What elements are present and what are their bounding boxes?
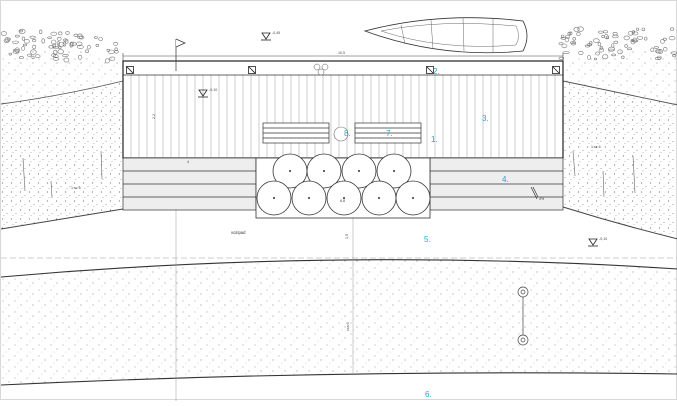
label-slope-right: 1:sc 6 bbox=[591, 145, 601, 149]
elevation-top: -0,45 bbox=[272, 31, 280, 35]
shore-top-right bbox=[563, 50, 677, 105]
bank-line-right bbox=[562, 206, 677, 240]
elevation-deck: -0,10 bbox=[209, 88, 217, 92]
label-path: vozipad bbox=[231, 230, 246, 235]
steps-left bbox=[122, 157, 257, 211]
path-edge-top bbox=[0, 259, 677, 278]
mooring-post bbox=[517, 286, 529, 346]
shore-top-left bbox=[1, 49, 123, 104]
bank-line-left bbox=[0, 208, 124, 230]
label-stair-tag: 4% bbox=[539, 197, 545, 201]
callout-1: 1. bbox=[431, 135, 438, 144]
hay-bales bbox=[256, 153, 431, 216]
boat bbox=[363, 17, 528, 54]
callout-4: 4. bbox=[502, 175, 509, 184]
callout-6: 6. bbox=[425, 390, 432, 399]
bench-right bbox=[354, 122, 422, 144]
deck-planks bbox=[130, 75, 556, 158]
dim-center-vertical: 1,5 bbox=[345, 234, 349, 239]
deck-fixture bbox=[333, 126, 349, 142]
deck-platform bbox=[122, 60, 564, 159]
pebble-shoreline bbox=[1, 26, 677, 64]
flag bbox=[175, 38, 186, 71]
callout-7: 7. bbox=[386, 129, 393, 138]
deck-structure bbox=[122, 60, 564, 159]
shore-line-left bbox=[0, 80, 124, 105]
callout-8: 8. bbox=[344, 129, 351, 138]
top-dimension bbox=[122, 53, 564, 61]
path-edge-bottom bbox=[0, 372, 677, 386]
picnic-item bbox=[313, 63, 329, 76]
dim-deck-height: 2,2 bbox=[152, 114, 156, 119]
shore-line-right bbox=[562, 80, 677, 106]
stair-marker bbox=[530, 186, 539, 200]
lawn-right bbox=[563, 81, 677, 239]
callout-2: 2. bbox=[433, 67, 440, 76]
dim-deck-width: 10,5 bbox=[338, 51, 345, 55]
slope-hatch bbox=[22, 150, 636, 199]
bench-left bbox=[262, 122, 330, 144]
dim-lower-axis: cca 6 bbox=[346, 322, 350, 331]
callout-5: 5. bbox=[424, 235, 431, 244]
callout-3: 3. bbox=[482, 114, 489, 123]
dim-bales: 6,8 bbox=[340, 199, 345, 203]
elevation-marks bbox=[198, 32, 598, 247]
elevation-right: -0,10 bbox=[599, 237, 607, 241]
deck-posts bbox=[126, 66, 560, 74]
lawn-lower bbox=[1, 259, 677, 385]
label-slope-left: 1:sc 6 bbox=[71, 186, 81, 190]
lawn-left bbox=[1, 81, 123, 229]
steps-right bbox=[429, 157, 564, 211]
dim-step: 4 bbox=[187, 160, 189, 164]
